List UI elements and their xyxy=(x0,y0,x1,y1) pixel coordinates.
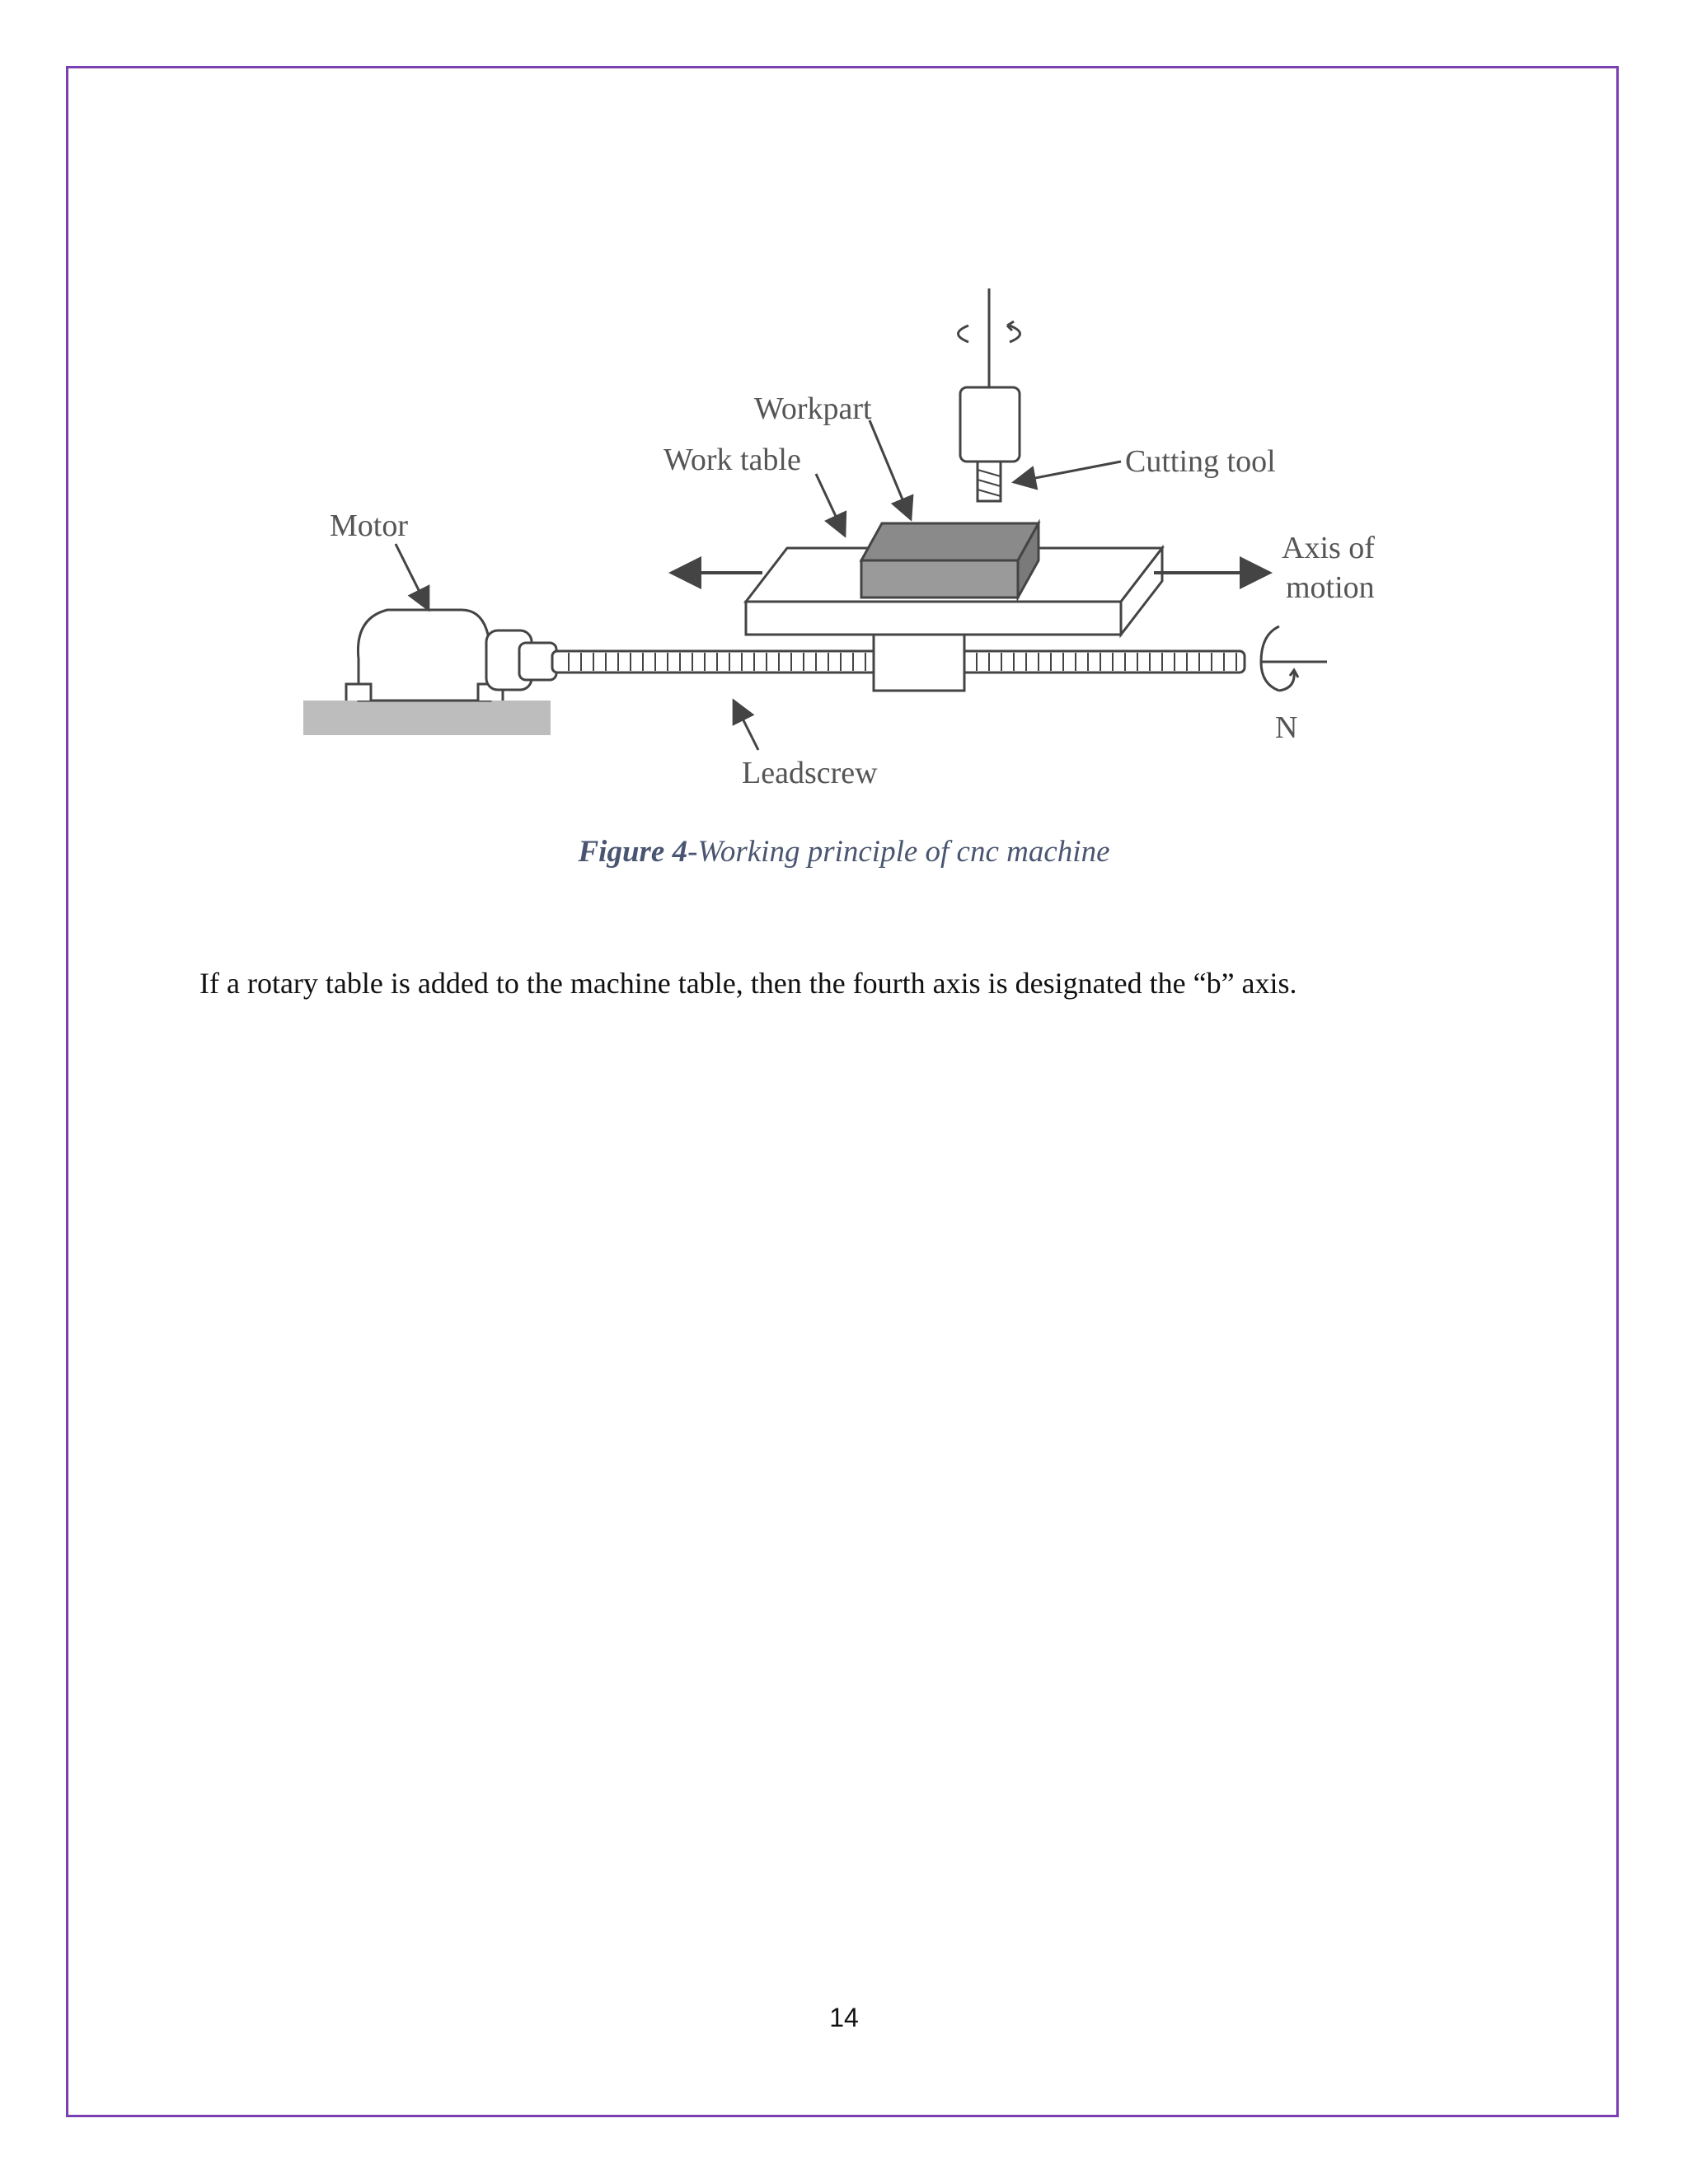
motor xyxy=(345,608,558,702)
label-n: N xyxy=(1275,710,1297,745)
work-table xyxy=(743,544,1165,639)
label-workpart: Workpart xyxy=(754,391,872,426)
figure-caption: Figure 4-Working principle of cnc machin… xyxy=(0,834,1688,869)
page-number: 14 xyxy=(829,2003,859,2032)
label-cutting-tool: Cutting tool xyxy=(1125,444,1276,479)
label-work-table: Work table xyxy=(663,443,801,477)
nut-block xyxy=(872,633,966,692)
leader-motor xyxy=(394,543,430,612)
ground-base xyxy=(303,701,551,735)
workpart xyxy=(859,518,1041,602)
label-leadscrew: Leadscrew xyxy=(742,756,878,790)
body-paragraph: If a rotary table is added to the machin… xyxy=(199,967,1297,1000)
leader-workpart xyxy=(868,419,914,522)
figure-number: Figure 4 xyxy=(578,835,688,869)
leader-work-table xyxy=(814,473,847,538)
label-axis-of: Axis of xyxy=(1282,531,1375,565)
leader-cutting-tool xyxy=(1011,460,1122,490)
rotation-n-symbol xyxy=(1259,625,1327,692)
cutting-tool xyxy=(957,288,1021,503)
cnc-figure: Workpart Work table Cutting tool Motor A… xyxy=(297,272,1418,799)
label-motor: Motor xyxy=(330,509,408,543)
page-border xyxy=(66,66,1619,2117)
leader-leadscrew xyxy=(732,698,760,751)
label-motion: motion xyxy=(1286,570,1375,605)
cnc-diagram: Workpart Work table Cutting tool Motor A… xyxy=(303,288,1375,790)
figure-caption-text: -Working principle of cnc machine xyxy=(687,835,1110,869)
